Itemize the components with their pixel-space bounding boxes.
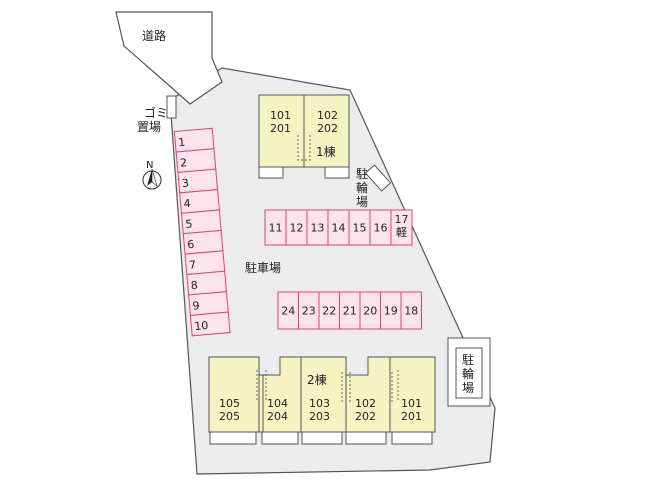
bike-parking-label-char: 駐 — [356, 166, 368, 181]
parking-label: 駐車場 — [245, 260, 281, 275]
parking-space-number: 11 — [269, 222, 283, 235]
bike-parking-label-char: 場 — [356, 195, 368, 209]
building-name: 1棟 — [316, 144, 336, 159]
parking-space-number: 16 — [374, 222, 388, 235]
north-arrow-icon: N — [142, 160, 162, 190]
parking-space-number: 8 — [190, 279, 198, 293]
unit-bottom: 203 — [309, 410, 330, 423]
parking-space-number: 19 — [384, 305, 398, 318]
unit-top: 102 — [317, 109, 338, 122]
parking-space — [400, 291, 422, 330]
parking-space-number: 7 — [188, 258, 196, 272]
parking-space-number: 1 — [178, 136, 186, 150]
road — [115, 11, 223, 105]
parking-left-column: 1 2 3 4 5 6 7 8 9 10 — [173, 127, 231, 337]
bike-parking-label-char: 駐 — [462, 352, 474, 367]
building-name: 2棟 — [307, 372, 327, 387]
building-1: 101 201 102 202 1棟 — [258, 94, 350, 179]
unit-bottom: 202 — [355, 410, 376, 423]
bike-parking-2: 駐 輪 場 — [447, 337, 491, 407]
unit-bottom: 202 — [317, 122, 338, 135]
parking-space-number: 3 — [181, 177, 189, 191]
bike-parking-label-char: 場 — [462, 381, 474, 395]
parking-space-number: 20 — [363, 305, 377, 318]
unit-bottom: 205 — [219, 410, 240, 423]
garbage-label-line2: 置場 — [137, 120, 161, 134]
bike-parking-shed — [364, 164, 392, 192]
parking-space-number: 14 — [332, 222, 346, 235]
parking-space-number: 13 — [311, 222, 325, 235]
unit-bottom: 201 — [270, 122, 291, 135]
parking-space-number: 24 — [281, 305, 295, 318]
parking-space-number: 15 — [353, 222, 367, 235]
unit-top: 104 — [267, 397, 288, 410]
parking-space-number: 9 — [192, 299, 200, 313]
parking-space-number: 6 — [187, 238, 195, 252]
parking-space-number: 10 — [194, 319, 209, 333]
building-2: 2棟 105 205 104 204 103 203 102 202 101 2… — [208, 356, 436, 445]
north-label: N — [146, 160, 153, 171]
parking-space-number: 5 — [185, 217, 193, 231]
bike-parking-label-char: 輪 — [462, 366, 474, 381]
parking-space-number: 21 — [343, 305, 357, 318]
parking-space-number: 4 — [183, 197, 191, 211]
parking-space-number: 18 — [404, 305, 418, 318]
garbage-label-line1: ゴミ — [144, 105, 168, 120]
parking-space — [390, 209, 413, 246]
parking-space-number: 2 — [180, 156, 188, 170]
bike-parking-label-char: 輪 — [356, 180, 368, 195]
garbage-area — [166, 95, 177, 119]
unit-top: 101 — [401, 397, 422, 410]
unit-top: 102 — [355, 397, 376, 410]
unit-top: 101 — [270, 109, 291, 122]
parking-space-number: 12 — [290, 222, 304, 235]
parking-space-number: 23 — [302, 305, 316, 318]
parking-space-number: 22 — [322, 305, 336, 318]
unit-top: 105 — [219, 397, 240, 410]
unit-top: 103 — [309, 397, 330, 410]
unit-bottom: 204 — [267, 410, 288, 423]
unit-bottom: 201 — [401, 410, 422, 423]
road-label: 道路 — [142, 28, 166, 43]
parking-space — [189, 311, 231, 337]
